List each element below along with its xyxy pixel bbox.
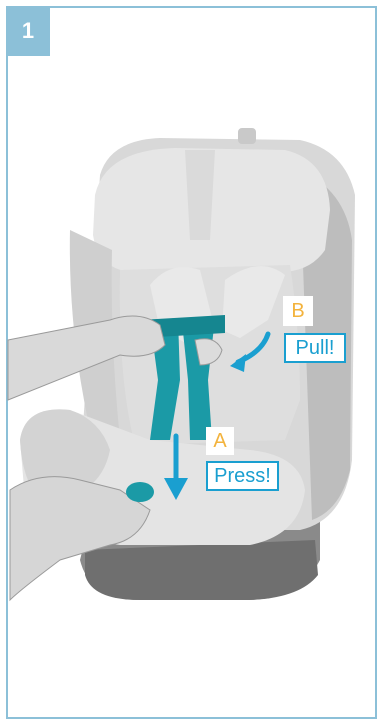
step-number-badge: 1 xyxy=(6,6,50,56)
adjuster-button xyxy=(126,482,154,502)
pull-label: Pull! xyxy=(284,333,346,363)
step-letter-b: B xyxy=(283,296,313,326)
step-letter-a: A xyxy=(206,427,234,455)
press-label: Press! xyxy=(206,461,279,491)
